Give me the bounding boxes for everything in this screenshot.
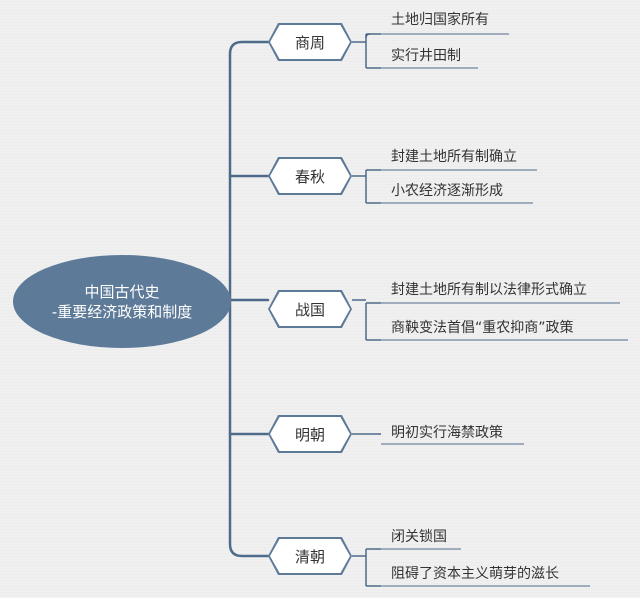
leaf-node[interactable]: 阻碍了资本主义萌芽的滋长: [391, 566, 559, 582]
root-node[interactable]: 中国古代史 -重要经济政策和制度: [13, 255, 231, 348]
leaf-node[interactable]: 封建土地所有制确立: [391, 149, 517, 165]
leaf-node[interactable]: 小农经济逐渐形成: [391, 183, 503, 199]
branch-node-qingchao[interactable]: 清朝: [268, 537, 352, 575]
branch-node-zhanguo[interactable]: 战国: [268, 290, 352, 328]
leaf-node[interactable]: 明初实行海禁政策: [391, 425, 503, 441]
leaf-node[interactable]: 土地归国家所有: [391, 12, 489, 28]
branch-node-chunqiu[interactable]: 春秋: [268, 157, 352, 195]
leaf-node[interactable]: 商鞅变法首倡“重农抑商”政策: [391, 320, 574, 336]
branch-label: 商周: [270, 25, 350, 59]
branch-node-mingchao[interactable]: 明朝: [268, 415, 352, 453]
branch-label: 战国: [270, 292, 350, 326]
root-subtitle: -重要经济政策和制度: [51, 302, 193, 321]
branch-node-shangzhou[interactable]: 商周: [268, 23, 352, 61]
branch-label: 明朝: [270, 417, 350, 451]
root-title: 中国古代史: [84, 282, 160, 301]
leaf-node[interactable]: 闭关锁国: [391, 529, 447, 545]
branch-label: 清朝: [270, 539, 350, 573]
leaf-node[interactable]: 实行井田制: [391, 48, 461, 64]
branch-label: 春秋: [270, 159, 350, 193]
leaf-node[interactable]: 封建土地所有制以法律形式确立: [391, 282, 587, 298]
